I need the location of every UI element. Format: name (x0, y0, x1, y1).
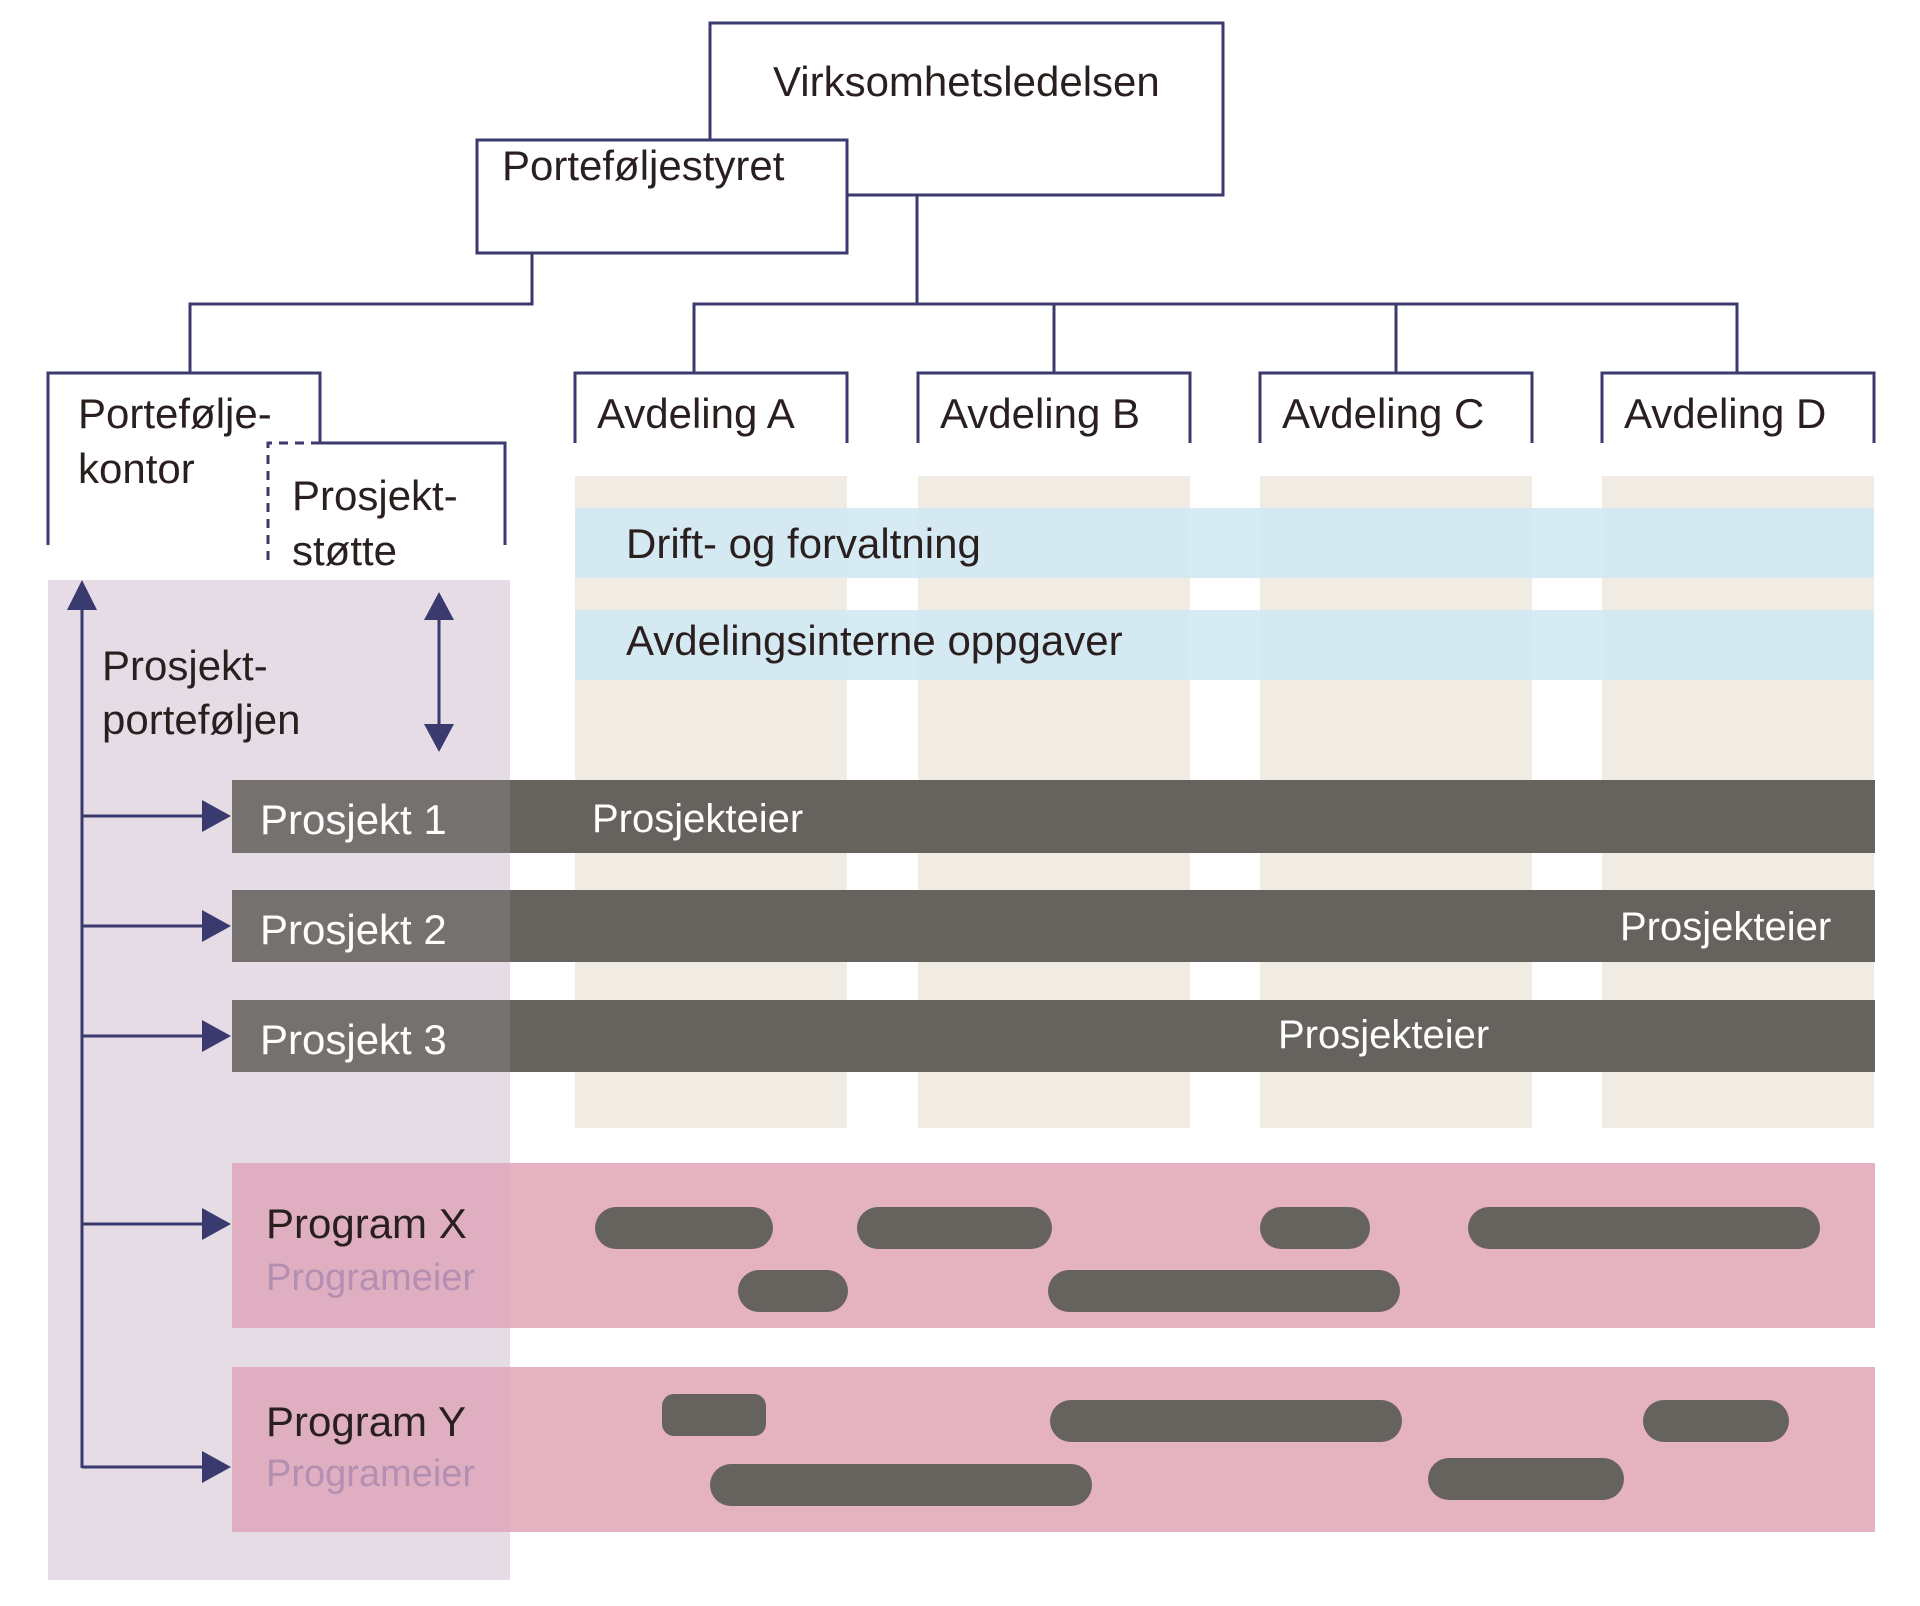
department-b-box (916, 371, 1192, 443)
office-box-label-line1: Portefølje- (78, 390, 272, 437)
office-box-label-line2: kontor (78, 445, 195, 492)
program-y-project-bar (1643, 1400, 1789, 1442)
band-drift (575, 508, 1874, 578)
office-box (46, 371, 507, 545)
board-box-label: Porteføljestyret (502, 142, 785, 189)
program-y-project-bar (1050, 1400, 1402, 1442)
portfolio-label-line1: Prosjekt- (102, 642, 268, 689)
program-y-owner: Programeier (266, 1453, 475, 1495)
arrow-head-project-1 (202, 800, 231, 832)
top-box (708, 21, 1225, 197)
project-3-label: Prosjekt 3 (260, 1016, 447, 1063)
program-y-label: Program Y (266, 1398, 466, 1445)
connector-department-bus (692, 302, 1739, 373)
program-x-project-bar (1048, 1270, 1400, 1312)
top-box-label: Virksomhetsledelsen (773, 58, 1160, 105)
project-1-bar (232, 780, 1875, 853)
connector-board-to-office (188, 253, 534, 373)
arrow-head-program-y (202, 1451, 231, 1483)
department-b-label: Avdeling B (940, 390, 1140, 437)
support-box-label-line1: Prosjekt- (292, 472, 458, 519)
arrow-head-project-3 (202, 1020, 231, 1052)
project-1-owner: Prosjekteier (592, 797, 803, 841)
program-x-project-bar (857, 1207, 1052, 1249)
program-x-project-bar (1260, 1207, 1370, 1249)
program-x-label: Program X (266, 1200, 467, 1247)
program-x-project-bar (1468, 1207, 1820, 1249)
support-arrow-down-head (424, 724, 454, 752)
department-c-label: Avdeling C (1282, 390, 1484, 437)
department-c-box (1258, 371, 1534, 443)
project-2-owner: Prosjekteier (1620, 905, 1831, 949)
program-y-project-bar (662, 1394, 766, 1436)
project-2-bar (232, 890, 1875, 962)
department-a-box (573, 371, 849, 443)
department-d-box (1600, 371, 1876, 443)
portfolio-label-line2: porteføljen (102, 696, 300, 743)
band-drift-label: Drift- og forvaltning (626, 520, 981, 567)
program-x-project-bar (738, 1270, 848, 1312)
project-3-owner: Prosjekteier (1278, 1013, 1489, 1057)
band-avdelingsinterne-label: Avdelingsinterne oppgaver (626, 617, 1123, 664)
project-2-label: Prosjekt 2 (260, 906, 447, 953)
program-y-project-bar (1428, 1458, 1624, 1500)
department-a-label: Avdeling A (597, 390, 795, 437)
arrow-head-program-x (202, 1208, 231, 1240)
arrow-head-project-2 (202, 910, 231, 942)
portfolio-arrow-up-head (67, 580, 97, 610)
band-avdelingsinterne (575, 610, 1874, 680)
program-x-project-bar (595, 1207, 773, 1249)
project-3-bar (232, 1000, 1875, 1072)
support-box-dashed-edge (266, 441, 320, 565)
board-box-dashed-edge (710, 138, 849, 253)
program-y-project-bar (710, 1464, 1092, 1506)
project-1-label: Prosjekt 1 (260, 796, 447, 843)
program-x-owner: Programeier (266, 1257, 475, 1299)
department-d-label: Avdeling D (1624, 390, 1826, 437)
support-box-label-line2: støtte (292, 527, 397, 574)
portfolio-overlay (232, 780, 510, 1580)
support-arrow-up-head (424, 592, 454, 620)
